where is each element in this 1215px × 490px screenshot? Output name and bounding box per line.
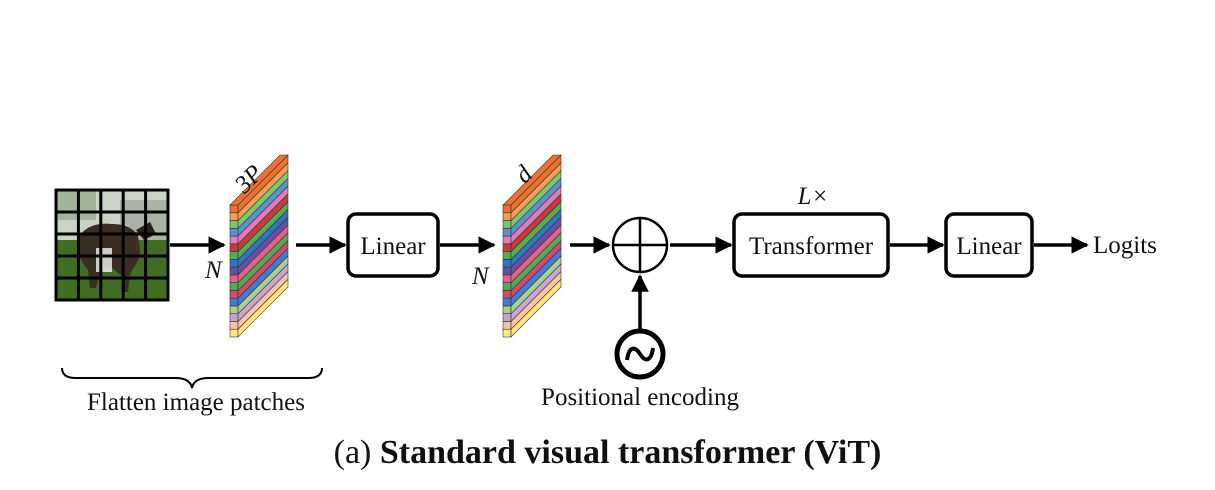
token-front	[229, 282, 239, 291]
token-front	[229, 243, 239, 252]
flow-arrows	[170, 236, 1089, 330]
num-tokens-label-1: N	[204, 257, 223, 284]
patch-token-stack	[229, 154, 289, 338]
patch-grid	[54, 188, 170, 302]
caption-prefix: (a)	[333, 434, 380, 471]
token-front	[502, 251, 512, 260]
token-front	[229, 251, 239, 260]
token-front	[502, 290, 512, 299]
token-front	[502, 259, 512, 268]
token-front	[502, 235, 512, 245]
token-top	[229, 154, 289, 206]
token-front	[502, 274, 512, 283]
linear-box-1	[346, 212, 440, 278]
token-front	[502, 282, 512, 291]
token-front	[229, 297, 239, 307]
add-node	[611, 216, 669, 274]
token-front	[229, 266, 239, 276]
token-front	[229, 212, 239, 221]
image-dog-patch	[96, 248, 112, 272]
logits-label: Logits	[1093, 232, 1157, 259]
positional-encoding-label: Positional encoding	[541, 384, 739, 411]
token-front	[229, 220, 239, 229]
token-front	[502, 321, 512, 330]
token-front	[502, 204, 512, 214]
token-front	[229, 328, 239, 338]
token-front	[502, 313, 512, 322]
token-front	[229, 204, 239, 214]
caption-title: Standard visual transformer (ViT)	[379, 434, 882, 471]
token-front	[502, 266, 512, 276]
positional-encoding-icon	[614, 328, 666, 380]
token-front	[229, 274, 239, 283]
image-bush	[56, 190, 96, 220]
token-front	[502, 297, 512, 307]
token-front	[229, 290, 239, 299]
token-front	[502, 220, 512, 229]
transformer-label: Transformer	[749, 233, 874, 260]
flatten-brace	[61, 367, 323, 389]
token-front	[502, 227, 512, 237]
input-image	[56, 190, 168, 300]
linear-label-2: Linear	[956, 233, 1022, 260]
token-front	[229, 313, 239, 322]
embedding-token-stack	[502, 154, 562, 338]
token-front	[502, 212, 512, 221]
token-front	[229, 235, 239, 245]
token-front	[502, 243, 512, 252]
token-front	[229, 321, 239, 330]
repeat-label: L×	[797, 183, 829, 210]
token-front	[229, 259, 239, 268]
transformer-box	[732, 212, 890, 278]
num-tokens-label-2: N	[471, 263, 490, 290]
linear-label-1: Linear	[360, 233, 426, 260]
flatten-label: Flatten image patches	[87, 389, 305, 416]
token-front	[229, 305, 239, 315]
token-front	[502, 305, 512, 315]
token-front	[502, 328, 512, 338]
token-front	[229, 227, 239, 237]
linear-box-2	[944, 212, 1034, 278]
figure-caption: (a) Standard visual transformer (ViT)	[0, 434, 1215, 472]
token-top	[502, 154, 562, 206]
